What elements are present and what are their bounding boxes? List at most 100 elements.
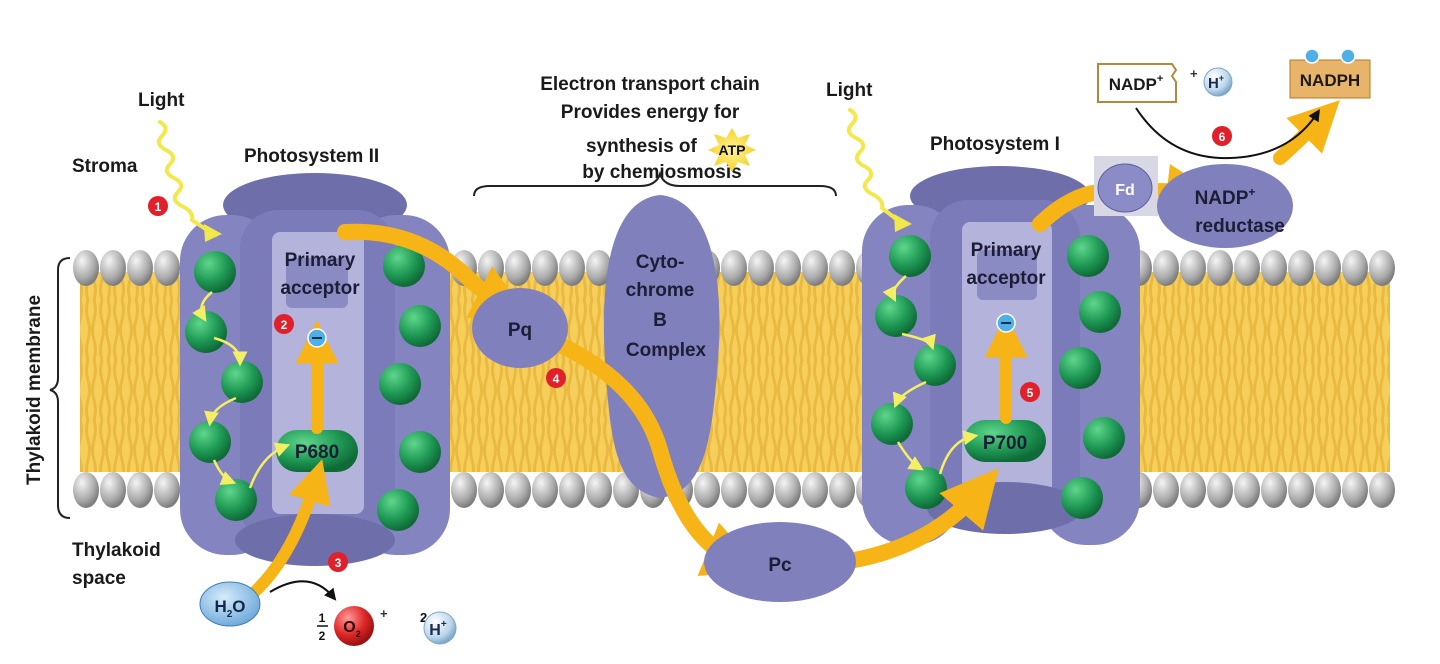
lipid-head	[154, 472, 180, 508]
etc-label-line1: Electron transport chain	[540, 74, 760, 95]
lipid-head	[127, 250, 153, 286]
lipid-head	[1342, 472, 1368, 508]
nadph-label: NADPH	[1300, 71, 1360, 90]
energy-transfer-arrow	[204, 396, 237, 427]
thylakoid-space-label-line2: space	[72, 568, 126, 589]
lipid-head	[1180, 472, 1206, 508]
plus-sign: +	[1190, 66, 1198, 81]
chlorophyll-molecule	[189, 421, 231, 463]
lipid-head	[100, 472, 126, 508]
nadp-box	[1097, 63, 1178, 103]
ps2-bottom-cap	[235, 514, 395, 566]
etc-label-line4: by chemiosmosis	[582, 162, 741, 183]
p680-label: P680	[295, 442, 339, 463]
cytochrome-label-line4: Complex	[626, 340, 707, 361]
nadp-reductase: NADP+ reductase	[1157, 164, 1293, 248]
ps1-primary-acceptor-line1: Primary	[971, 240, 1042, 261]
lipid-head	[1180, 250, 1206, 286]
p700-reaction-center	[964, 420, 1046, 462]
atp-label: ATP	[719, 142, 746, 158]
lipid-head	[1288, 472, 1314, 508]
chlorophyll-molecule	[905, 467, 947, 509]
plastoquinone-carrier: Pq	[472, 288, 568, 368]
h-plus-text: H	[1208, 75, 1219, 92]
h-out-sup: +	[441, 619, 447, 630]
atp-star-icon	[708, 128, 756, 172]
cytochrome-label-line3: B	[653, 310, 667, 331]
lipid-head	[802, 250, 828, 286]
cytochrome-label-line2: chrome	[626, 280, 695, 301]
energy-transfer-arrow	[248, 442, 291, 489]
energy-transfer-arrow	[212, 459, 237, 486]
h2o-sub: 2	[227, 609, 233, 620]
chlorophyll-molecule	[875, 295, 917, 337]
lipid-head	[1207, 250, 1233, 286]
step-badge-6: 6	[1212, 126, 1232, 146]
chlorophyll-molecule	[379, 363, 421, 405]
h2o-h: H	[214, 597, 226, 616]
light-ray-right-head	[894, 214, 912, 232]
thylakoid-membrane-label: Thylakoid membrane	[24, 295, 45, 485]
lipid-head	[532, 472, 558, 508]
step-badge-circle	[328, 552, 348, 572]
chlorophyll-molecule	[377, 489, 419, 531]
step-number: 6	[1219, 130, 1226, 144]
photosystem-i-label: Photosystem I	[930, 134, 1060, 155]
o2-label: O2	[343, 619, 360, 639]
lipid-head	[1315, 472, 1341, 508]
energy-transfer-arrow	[192, 291, 213, 322]
step-number: 4	[553, 372, 560, 386]
chlorophyll-molecule	[399, 305, 441, 347]
lipid-head	[505, 250, 531, 286]
chlorophyll-molecule	[871, 403, 913, 445]
hydrogen-ion-bubble	[423, 611, 457, 645]
ps2-primary-acceptor-line2: acceptor	[280, 278, 360, 299]
electron	[1340, 48, 1356, 64]
energy-transfer-arrow	[882, 275, 907, 303]
h-plus-label: H+	[1208, 73, 1224, 92]
chlorophyll-molecule	[1079, 291, 1121, 333]
etc-label-line3: synthesis of	[586, 136, 698, 157]
step-badges: 1 2 3 4 5 6	[148, 126, 1232, 572]
lipid-head	[829, 250, 855, 286]
ps1-primary-acceptor-line2: acceptor	[966, 268, 1046, 289]
step-number: 3	[335, 556, 342, 570]
nadp-text: NADP	[1109, 75, 1157, 94]
lipid-head	[127, 472, 153, 508]
thylakoid-space-label-line1: Thylakoid	[72, 540, 161, 561]
h-out-text: H	[429, 622, 441, 639]
energy-transfer-arrow	[213, 336, 248, 367]
nadph-box	[1289, 59, 1371, 99]
step-badge-2: 2	[274, 314, 294, 334]
light-ray-right	[846, 108, 902, 224]
lipid-head	[775, 250, 801, 286]
light-label-left: Light	[138, 90, 185, 111]
lipid-head	[1369, 250, 1395, 286]
lipid-head	[1288, 250, 1314, 286]
chlorophyll-molecule	[194, 251, 236, 293]
chlorophyll-molecule	[399, 431, 441, 473]
lipid-head	[748, 472, 774, 508]
h2o-o: O	[232, 597, 245, 616]
lipid-head	[1342, 250, 1368, 286]
fd-body	[1097, 163, 1153, 213]
step-badge-circle	[274, 314, 294, 334]
negative-sign-icon	[312, 337, 322, 339]
h-out-label: H+	[429, 619, 447, 639]
h-coefficient: 2	[420, 610, 427, 625]
lipid-head	[1207, 472, 1233, 508]
water-splitting: H2O 1 2 O2 + 2 H+	[199, 580, 457, 646]
lipid-head	[559, 250, 585, 286]
lipid-head	[100, 250, 126, 286]
lipid-head	[73, 472, 99, 508]
stroma-label: Stroma	[72, 156, 138, 177]
step-badge-circle	[546, 368, 566, 388]
chlorophyll-molecule	[383, 245, 425, 287]
water-molecule	[199, 581, 261, 627]
lipid-head	[1234, 472, 1260, 508]
light-rays	[156, 108, 912, 242]
step-number: 5	[1027, 386, 1034, 400]
lipid-head	[829, 472, 855, 508]
